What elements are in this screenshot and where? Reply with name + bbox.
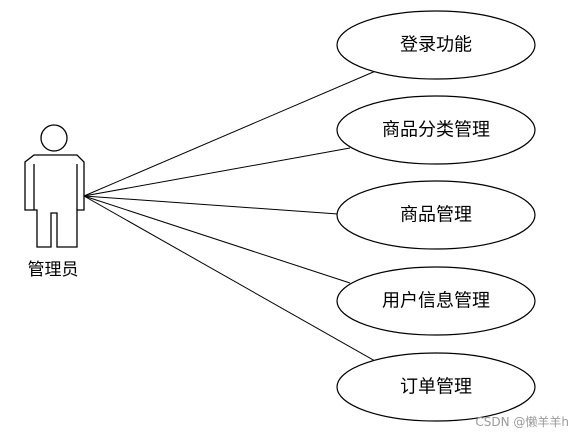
association-line-category <box>83 147 351 197</box>
use-case-ellipse <box>336 266 536 336</box>
use-case-ellipse <box>336 95 536 165</box>
use-case-ellipse <box>336 352 536 422</box>
use-case-label: 商品分类管理 <box>382 120 490 141</box>
actor-head <box>40 124 68 152</box>
association-line-order <box>83 195 383 366</box>
use-case-label: 用户信息管理 <box>382 291 490 312</box>
use-case-category-management: 商品分类管理 <box>336 95 536 165</box>
use-case-ellipse <box>336 10 536 80</box>
watermark-text: CSDN @懒羊羊h <box>475 415 569 429</box>
use-case-order-management: 订单管理 <box>336 352 536 422</box>
use-case-label: 订单管理 <box>400 377 472 398</box>
association-line-product <box>83 195 339 215</box>
association-line-login <box>83 69 379 197</box>
use-case-ellipse <box>336 180 536 250</box>
use-case-login: 登录功能 <box>336 10 536 80</box>
association-line-user-info <box>83 195 351 284</box>
use-case-label: 商品管理 <box>400 205 472 226</box>
association-lines <box>83 69 383 366</box>
use-case-user-info-management: 用户信息管理 <box>336 266 536 336</box>
use-case-label: 登录功能 <box>400 35 472 56</box>
actor-body <box>24 154 85 248</box>
actor-label: 管理员 <box>28 260 79 280</box>
use-case-product-management: 商品管理 <box>336 180 536 250</box>
actor-figure <box>24 124 85 248</box>
